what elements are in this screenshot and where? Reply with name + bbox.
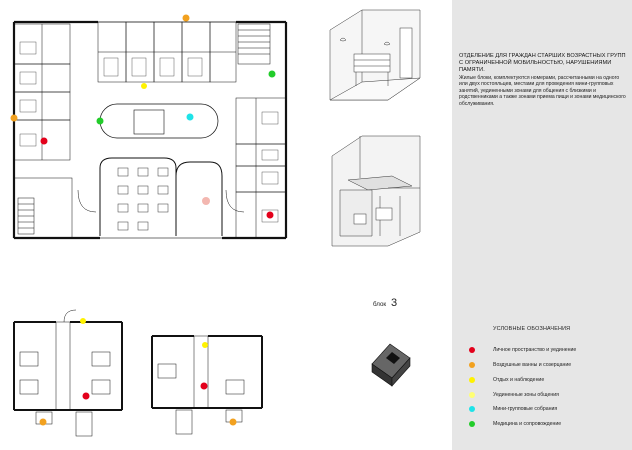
- marker-red: [40, 137, 48, 145]
- legend-dot-yellow: [469, 377, 475, 383]
- legend-dot-red: [469, 347, 475, 353]
- legend-dot-orange: [469, 362, 475, 368]
- marker-yellow: [141, 83, 147, 89]
- marker-pink: [202, 197, 210, 205]
- central-core: [99, 103, 219, 139]
- unit-plan-left: [13, 309, 123, 437]
- marker-cyan: [186, 113, 194, 121]
- legend-label: Воздушные ванны и созерцание: [493, 362, 572, 368]
- legend-item: Мини-групповые собрания: [469, 405, 629, 414]
- unit-left-markers: [39, 318, 90, 426]
- legend-dot-green: [469, 421, 475, 427]
- marker-red: [200, 382, 208, 390]
- legend-item: Личное пространство и уединение: [469, 346, 629, 355]
- axonometric-bench-sketch: [329, 9, 421, 101]
- top-wing-rooms: [97, 21, 271, 83]
- sidebar-description: Жилые блоки, комплектуются номерами, рас…: [459, 75, 626, 107]
- legend-label: Личное пространство и уединение: [493, 347, 577, 353]
- dining-tables: [117, 167, 169, 231]
- block-3d-icon: [371, 343, 411, 387]
- beds: [19, 41, 279, 223]
- legend-item: Уединенные зоны общения: [469, 391, 629, 400]
- marker-yellow: [80, 318, 86, 324]
- sidebar-title: ОТДЕЛЕНИЕ ДЛЯ ГРАЖДАН СТАРШИХ ВОЗРАСТНЫХ…: [459, 53, 626, 73]
- block-label: блок: [373, 301, 387, 308]
- marker-red: [266, 211, 274, 219]
- info-sidebar: [452, 0, 632, 450]
- marker-orange: [182, 14, 190, 22]
- unit-right-markers: [200, 342, 237, 426]
- legend-dot-cyan: [469, 406, 475, 412]
- dining-area: [99, 157, 177, 236]
- marker-orange: [10, 114, 18, 122]
- axonometric-room-sketch: [331, 135, 421, 247]
- legend-label: Мини-групповые собрания: [493, 406, 558, 412]
- legend-dot-light-yellow: [469, 392, 475, 398]
- legend-label: Отдых и наблюдение: [493, 377, 545, 383]
- legend-item: Отдых и наблюдение: [469, 376, 629, 385]
- marker-green: [96, 117, 104, 125]
- right-wing-rooms: [235, 97, 287, 239]
- legend-label: Уединенные зоны общения: [493, 392, 559, 398]
- marker-yellow: [202, 342, 208, 348]
- marker-red: [82, 392, 90, 400]
- legend-title: УСЛОВНЫЕ ОБОЗНАЧЕНИЯ: [493, 326, 571, 332]
- legend-label: Медицина и сопровождение: [493, 421, 562, 427]
- legend-item: Медицина и сопровождение: [469, 420, 629, 429]
- legend-item: Воздушные ванны и созерцание: [469, 361, 629, 370]
- marker-orange: [229, 418, 237, 426]
- building-outline: [13, 21, 287, 239]
- block-number: 3: [391, 297, 398, 309]
- plan-markers: [10, 14, 276, 219]
- left-wing-rooms: [13, 23, 73, 239]
- marker-green: [268, 70, 276, 78]
- marker-orange: [39, 418, 47, 426]
